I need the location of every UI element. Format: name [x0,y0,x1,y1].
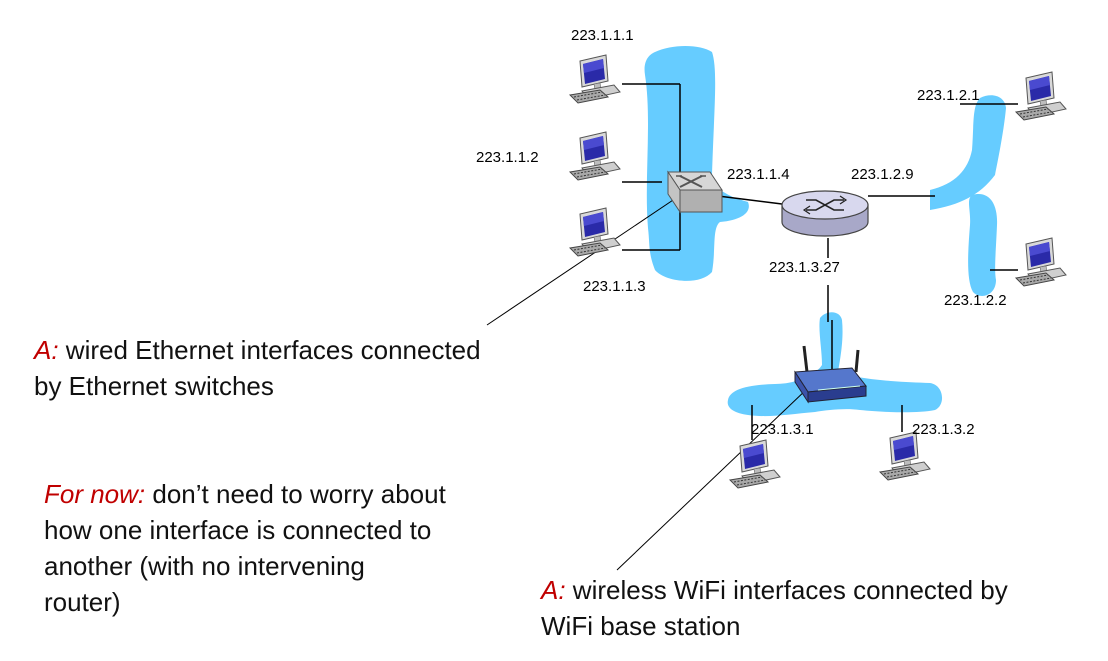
caption-wireless-line1: wireless WiFi interfaces connected by [565,575,1008,605]
desktop-computer-icon [1015,237,1067,287]
ip-label-223-1-2-1: 223.1.2.1 [917,87,980,104]
caption-for-now-line3: another (with no intervening [44,551,365,581]
desktop-computer-icon [569,54,621,104]
caption-wired-line1: wired Ethernet interfaces connected [58,335,481,365]
ip-label-223-1-3-2: 223.1.3.2 [912,421,975,438]
caption-wireless-line2: WiFi base station [541,611,741,641]
caption-wired: A: wired Ethernet interfaces connected b… [34,332,481,404]
callout-line-wireless [616,387,809,571]
links [622,83,1018,440]
subnet-223-1-2 [930,95,1006,296]
caption-for-now-line4: router) [44,587,121,617]
caption-for-now-prefix: For now: [44,479,146,509]
ip-label-223-1-1-1: 223.1.1.1 [571,27,634,44]
desktop-computer-icon [569,207,621,257]
wifi-base-station-icon [794,345,867,404]
ip-label-223-1-1-4: 223.1.1.4 [727,166,790,183]
ip-label-223-1-1-2: 223.1.1.2 [476,149,539,166]
caption-wireless-prefix: A: [541,575,566,605]
ip-label-223-1-3-1: 223.1.3.1 [751,421,814,438]
caption-for-now-line2: how one interface is connected to [44,515,432,545]
caption-wireless: A: wireless WiFi interfaces connected by… [541,572,1008,644]
desktop-computer-icon [1015,71,1067,121]
caption-for-now: For now: don’t need to worry about how o… [44,476,446,620]
desktop-computer-icon [729,439,781,489]
desktop-computer-icon [569,131,621,181]
ip-label-223-1-2-2: 223.1.2.2 [944,292,1007,309]
desktop-computer-icon [879,431,931,481]
caption-wired-prefix: A: [34,335,59,365]
subnet-223-1-3 [727,312,943,417]
ip-label-223-1-1-3: 223.1.1.3 [583,278,646,295]
caption-wired-line2: by Ethernet switches [34,371,274,401]
router-icon [781,190,869,237]
subnet-223-1-1 [644,46,749,281]
callout-line-wired [486,189,689,326]
ip-label-223-1-2-9: 223.1.2.9 [851,166,914,183]
caption-for-now-line1: don’t need to worry about [145,479,446,509]
ip-label-223-1-3-27: 223.1.3.27 [769,259,840,276]
ethernet-switch-icon [667,170,723,214]
